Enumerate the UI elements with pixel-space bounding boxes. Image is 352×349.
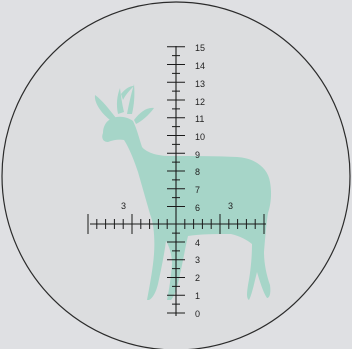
v-label-13: 13 <box>195 79 205 89</box>
v-label-4: 4 <box>195 238 200 248</box>
v-label-7: 7 <box>195 185 200 195</box>
v-label-3: 3 <box>195 255 200 265</box>
v-label-9: 9 <box>195 150 200 160</box>
v-label-10: 10 <box>195 132 205 142</box>
v-label-11: 11 <box>195 114 204 124</box>
v-label-6: 6 <box>195 203 200 213</box>
v-label-0: 0 <box>195 309 200 319</box>
v-label-1: 1 <box>195 291 200 301</box>
v-label-15: 15 <box>195 43 205 53</box>
v-label-2: 2 <box>195 273 200 283</box>
v-label-8: 8 <box>195 167 200 177</box>
v-label-14: 14 <box>195 61 205 71</box>
v-label-12: 12 <box>195 97 205 107</box>
h-label-right-3: 3 <box>228 201 233 211</box>
h-label-left-3: 3 <box>121 201 126 211</box>
